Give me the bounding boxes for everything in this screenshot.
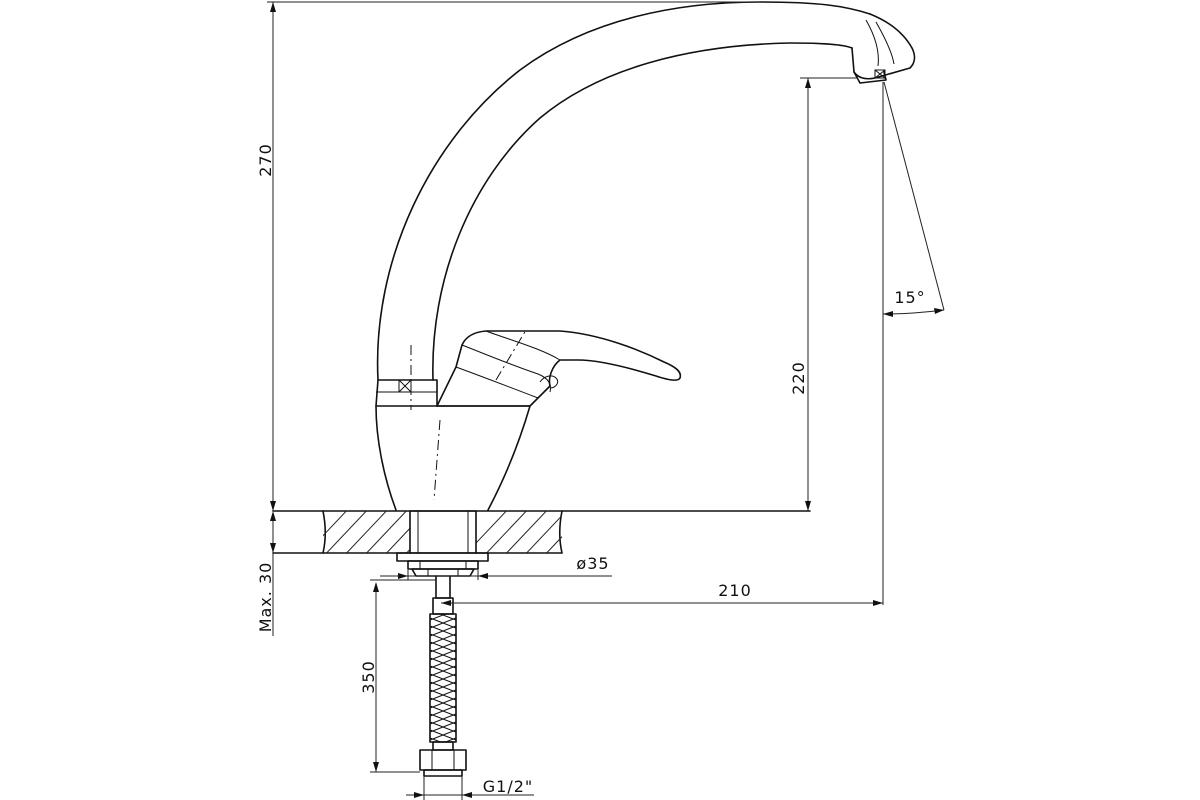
dim-thread — [406, 776, 534, 800]
dim-angle — [882, 81, 945, 317]
dim-angle-label: 15° — [894, 288, 925, 307]
faucet-handle — [436, 329, 682, 407]
dim-hose-length — [370, 579, 436, 773]
supply-hose — [419, 575, 467, 777]
dim-hose-length-label: 350 — [359, 660, 378, 694]
dim-spout-reach-label: 210 — [718, 581, 752, 600]
dim-thread-label: G1/2" — [483, 777, 534, 796]
countertop-section — [272, 510, 811, 554]
dim-total-height — [267, 1, 760, 511]
faucet-body — [375, 345, 531, 511]
dim-mount-diameter-label: ø35 — [576, 554, 609, 573]
dim-spout-reach — [441, 82, 884, 606]
dim-max-thickness — [270, 511, 276, 636]
dim-max-thickness-label: Max. 30 — [256, 562, 275, 633]
mounting-assembly — [396, 510, 489, 577]
dim-mount-diameter — [380, 570, 612, 580]
dim-spout-height-label: 220 — [789, 361, 808, 395]
faucet-spout — [376, 1, 916, 381]
dim-total-height-label: 270 — [256, 143, 275, 177]
dim-spout-height — [800, 77, 858, 511]
